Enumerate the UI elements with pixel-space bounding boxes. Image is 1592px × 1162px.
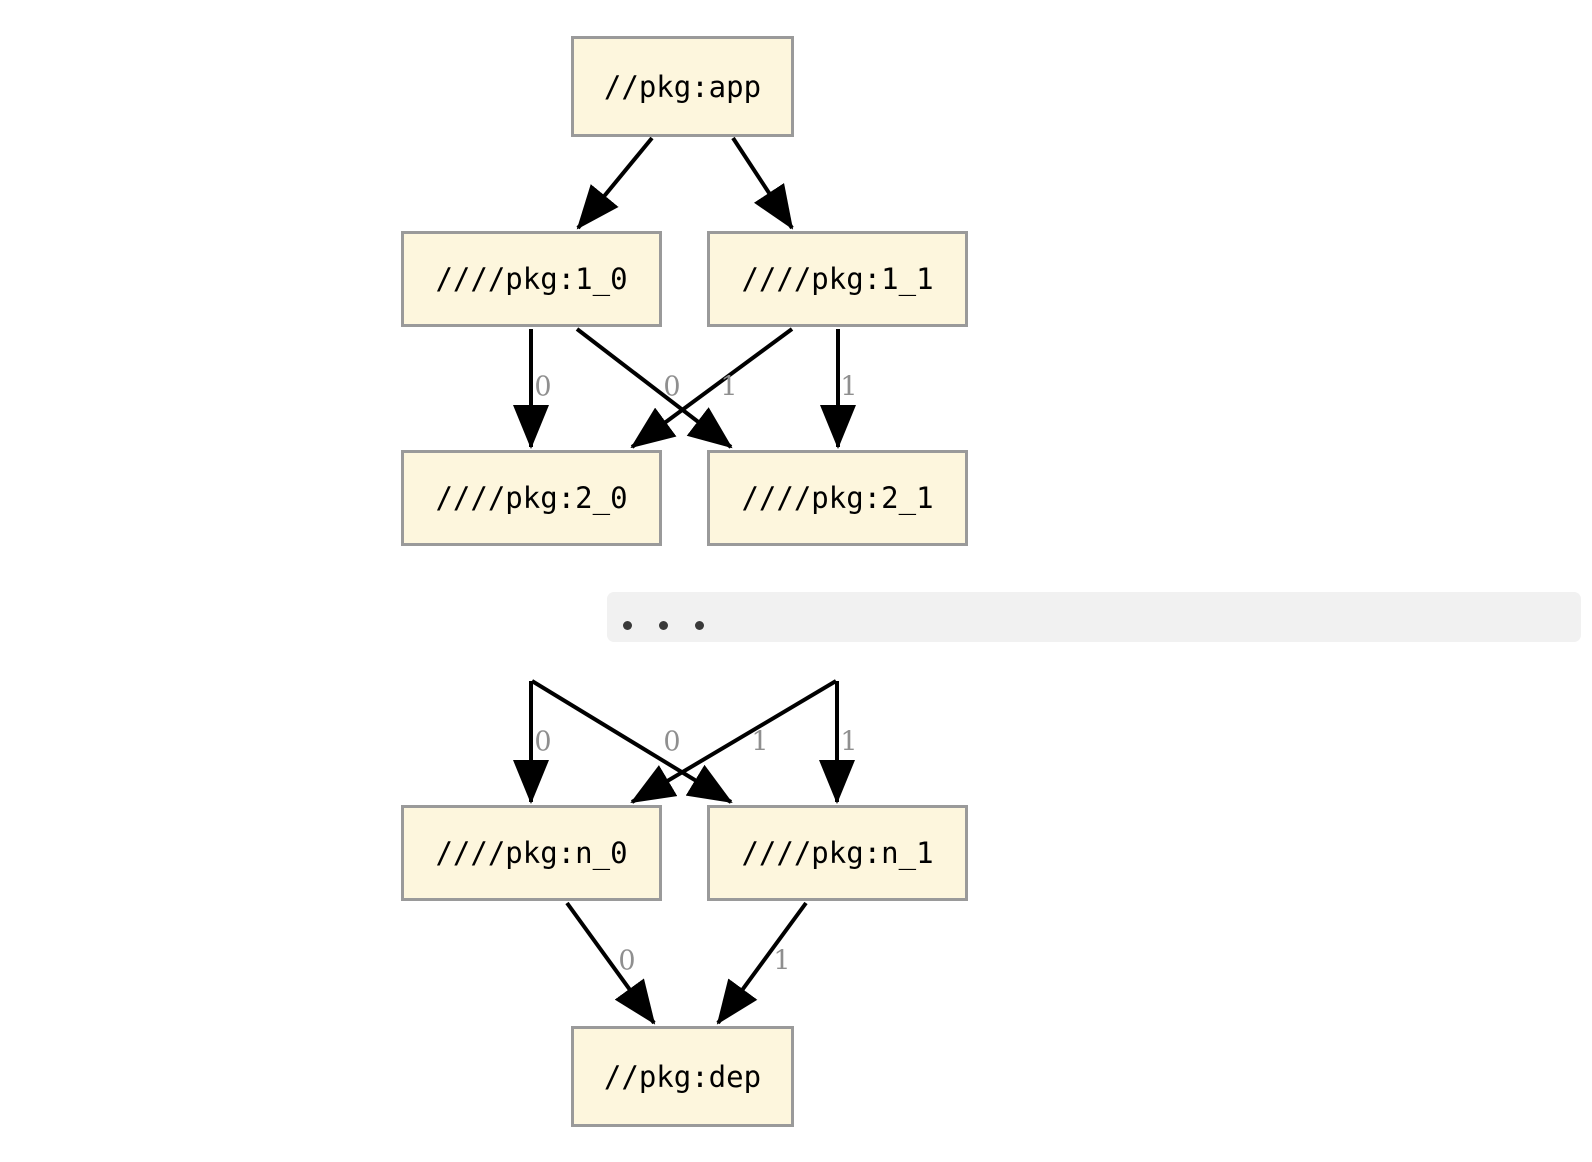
- graph-edge[interactable]: [575, 327, 733, 449]
- edge-label: 0: [534, 726, 552, 758]
- graph-node-n2_1[interactable]: ////pkg:2_1: [707, 450, 968, 546]
- edge-label: 0: [663, 371, 681, 403]
- edge-label: 0: [618, 945, 636, 977]
- graph-node-nn_1[interactable]: ////pkg:n_1: [707, 805, 968, 901]
- edge-label: 0: [534, 371, 552, 403]
- graph-node-label: ////pkg:n_0: [435, 836, 628, 870]
- edge-group: [513, 136, 856, 1025]
- graph-edge[interactable]: [576, 136, 654, 230]
- graph-edge[interactable]: [716, 901, 808, 1025]
- edge-label: 1: [840, 371, 858, 403]
- graph-edge[interactable]: [630, 679, 838, 804]
- graph-node-nn_0[interactable]: ////pkg:n_0: [401, 805, 662, 901]
- graph-node-dep[interactable]: //pkg:dep: [571, 1026, 794, 1127]
- ellipsis-dot: [623, 621, 632, 630]
- graph-node-label: //pkg:app: [603, 69, 762, 104]
- ellipsis-dot: [659, 621, 668, 630]
- ellipsis-icon: [623, 621, 704, 630]
- ellipsis-dot: [695, 621, 704, 630]
- graph-node-label: ////pkg:n_1: [741, 836, 934, 870]
- graph-edge[interactable]: [565, 901, 656, 1025]
- graph-node-label: ////pkg:2_1: [741, 481, 934, 515]
- graph-node-n1_0[interactable]: ////pkg:1_0: [401, 231, 662, 327]
- graph-edge[interactable]: [731, 136, 794, 230]
- edge-label: 1: [751, 726, 769, 758]
- edge-label: 1: [840, 726, 858, 758]
- graph-node-label: ////pkg:1_1: [741, 262, 934, 296]
- edge-label: 0: [663, 726, 681, 758]
- graph-node-label: ////pkg:1_0: [435, 262, 628, 296]
- graph-node-n2_0[interactable]: ////pkg:2_0: [401, 450, 662, 546]
- graph-node-label: //pkg:dep: [603, 1059, 762, 1094]
- graph-edge[interactable]: [630, 327, 794, 449]
- edge-label: 1: [773, 945, 791, 977]
- graph-node-n1_1[interactable]: ////pkg:1_1: [707, 231, 968, 327]
- elision-band: [607, 592, 1581, 642]
- graph-node-label: ////pkg:2_0: [435, 481, 628, 515]
- graph-edge[interactable]: [530, 679, 733, 804]
- edge-label: 1: [720, 371, 738, 403]
- graph-node-app[interactable]: //pkg:app: [571, 36, 794, 137]
